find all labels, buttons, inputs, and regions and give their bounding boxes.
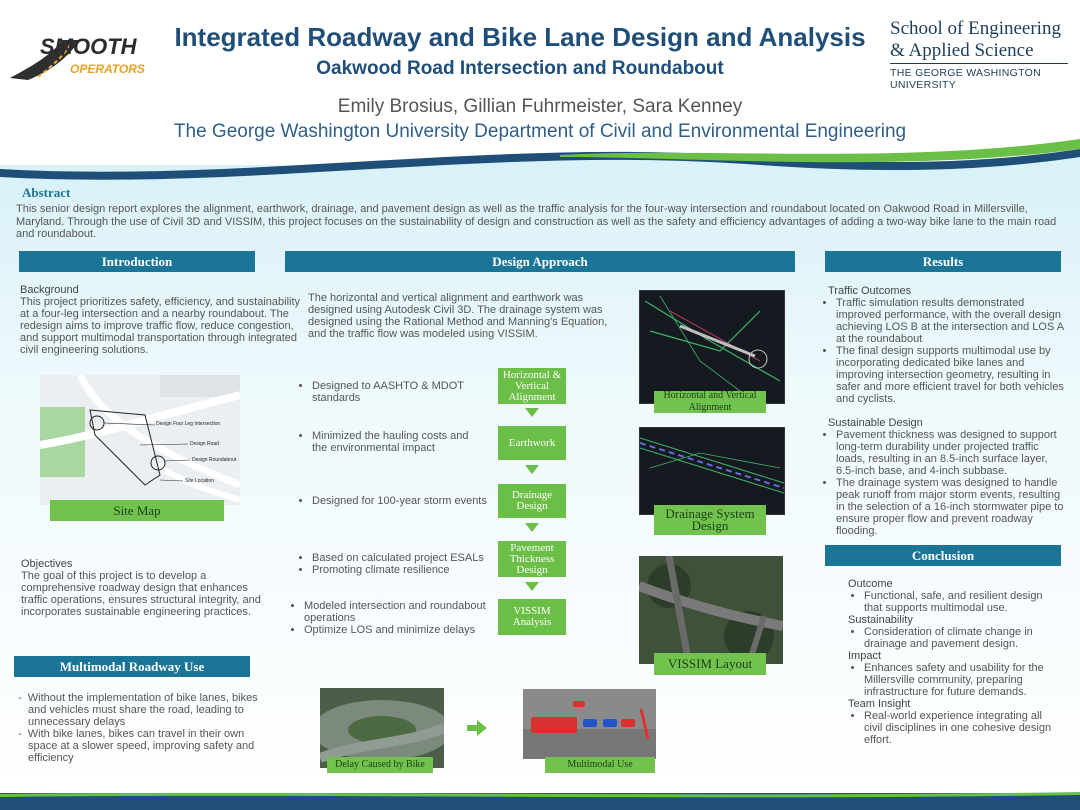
- drainage-label: Drainage System Design: [654, 505, 766, 535]
- school-divider: [890, 63, 1068, 64]
- multimodal-bullet: - Without the implementation of bike lan…: [18, 692, 258, 728]
- design-intro: The horizontal and vertical alignment an…: [308, 292, 608, 340]
- bullet: Pavement thickness was designed to suppo…: [836, 429, 1066, 477]
- delay-label: Delay Caused by Bike: [327, 757, 433, 773]
- multimodal-use-label: Multimodal Use: [545, 757, 655, 773]
- bullet: The drainage system was designed to hand…: [836, 477, 1066, 537]
- design-approach-heading: Design Approach: [285, 251, 795, 272]
- bullet: Designed to AASHTO & MDOT standards: [312, 380, 486, 404]
- vissim-label: VISSIM Layout: [654, 653, 766, 675]
- step-earthwork: Earthwork: [498, 426, 566, 460]
- department: The George Washington University Departm…: [173, 121, 907, 142]
- bullet: Consideration of climate change in drain…: [864, 626, 1058, 650]
- alignment-image: [639, 290, 785, 404]
- sustainable-design-title: Sustainable Design: [828, 417, 923, 429]
- right-arrow-icon: [467, 720, 487, 741]
- results-heading: Results: [825, 251, 1061, 272]
- bullet: Real-world experience integrating all ci…: [864, 710, 1058, 746]
- multimodal-bullet: - With bike lanes, bikes can travel in t…: [18, 728, 255, 764]
- vissim-image: [639, 556, 783, 664]
- map-label-road: Design Road: [190, 441, 219, 447]
- background-title: Background: [20, 284, 79, 296]
- step-alignment: Horizontal & Vertical Alignment: [498, 368, 566, 404]
- arrow-down-icon: [525, 465, 539, 474]
- conclusion-heading: Conclusion: [825, 545, 1061, 566]
- arrow-down-icon: [525, 582, 539, 591]
- poster-title: Integrated Roadway and Bike Lane Design …: [174, 22, 866, 52]
- map-label-roundabout: Design Roundabout: [192, 457, 237, 463]
- arrow-down-icon: [525, 408, 539, 417]
- step-drainage: Drainage Design: [498, 484, 566, 518]
- abstract-text: This senior design report explores the a…: [16, 203, 1057, 240]
- drainage-image: [639, 427, 785, 515]
- footer-band: [0, 792, 1080, 810]
- conclusion-section-title: Impact: [848, 650, 882, 662]
- objectives-text: The goal of this project is to develop a…: [21, 570, 261, 618]
- conclusion-section-title: Sustainability: [848, 614, 913, 626]
- sustainable-design-bullets: Pavement thickness was designed to suppo…: [820, 429, 1066, 537]
- step-bullets-vissim: Modeled intersection and roundabout oper…: [288, 600, 490, 636]
- bullet: Based on calculated project ESALs: [312, 552, 486, 564]
- step-bullets-earthwork: Minimized the hauling costs and the envi…: [296, 430, 486, 454]
- authors: Emily Brosius, Gillian Fuhrmeister, Sara…: [337, 96, 743, 117]
- site-map-label: Site Map: [50, 500, 224, 521]
- poster-subtitle: Oakwood Road Intersection and Roundabout: [316, 58, 724, 79]
- alignment-label: Horizontal and Vertical Alignment: [654, 390, 766, 413]
- conclusion-section-title: Team Insight: [848, 698, 911, 710]
- arrow-down-icon: [525, 523, 539, 532]
- bullet: Enhances safety and usability for the Mi…: [864, 662, 1058, 698]
- multimodal-heading: Multimodal Roadway Use: [14, 656, 250, 677]
- background-text: This project prioritizes safety, efficie…: [20, 296, 301, 356]
- university-name: THE GEORGE WASHINGTON UNIVERSITY: [890, 67, 1041, 91]
- bullet: Optimize LOS and minimize delays: [304, 624, 490, 636]
- bullet: Modeled intersection and roundabout oper…: [304, 600, 490, 624]
- traffic-outcomes-bullets: Traffic simulation results demonstrated …: [820, 297, 1066, 405]
- bullet: Designed for 100-year storm events: [312, 495, 496, 507]
- conclusion-body: Outcome Functional, safe, and resilient …: [848, 578, 1058, 746]
- map-label-site: Site Location: [185, 478, 214, 484]
- step-vissim: VISSIM Analysis: [498, 599, 566, 635]
- conclusion-section-title: Outcome: [848, 578, 893, 590]
- team-logo: SMOOTH OPERATORS: [8, 28, 148, 83]
- map-label-intersection: Design Four Leg Intersection: [156, 421, 221, 427]
- introduction-heading: Introduction: [19, 251, 255, 272]
- step-pavement: Pavement Thickness Design: [498, 541, 566, 577]
- logo-text-bottom: OPERATORS: [70, 62, 145, 76]
- multimodal-bullets: - Without the implementation of bike lan…: [18, 692, 258, 764]
- bullet: Promoting climate resilience: [312, 564, 486, 576]
- bullet: Minimized the hauling costs and the envi…: [312, 430, 486, 454]
- delay-photo: [320, 688, 444, 768]
- step-bullets-drainage: Designed for 100-year storm events: [296, 495, 496, 507]
- traffic-outcomes-title: Traffic Outcomes: [828, 285, 912, 297]
- header-wave: [0, 139, 1080, 195]
- multimodal-photo: [523, 689, 656, 759]
- site-map-image: Design Four Leg Intersection Design Road…: [40, 375, 240, 505]
- abstract-heading: Abstract: [22, 185, 71, 200]
- logo-text-top: SMOOTH: [40, 34, 137, 59]
- step-bullets-pavement: Based on calculated project ESALs Promot…: [296, 552, 486, 576]
- objectives-title: Objectives: [21, 558, 73, 570]
- bullet: Traffic simulation results demonstrated …: [836, 297, 1066, 345]
- bullet: Functional, safe, and resilient design t…: [864, 590, 1058, 614]
- bullet: The final design supports multimodal use…: [836, 345, 1066, 405]
- school-name-line2: & Applied Science: [890, 40, 1034, 61]
- school-name-line1: School of Engineering: [890, 18, 1061, 39]
- step-bullets-alignment: Designed to AASHTO & MDOT standards: [296, 380, 486, 404]
